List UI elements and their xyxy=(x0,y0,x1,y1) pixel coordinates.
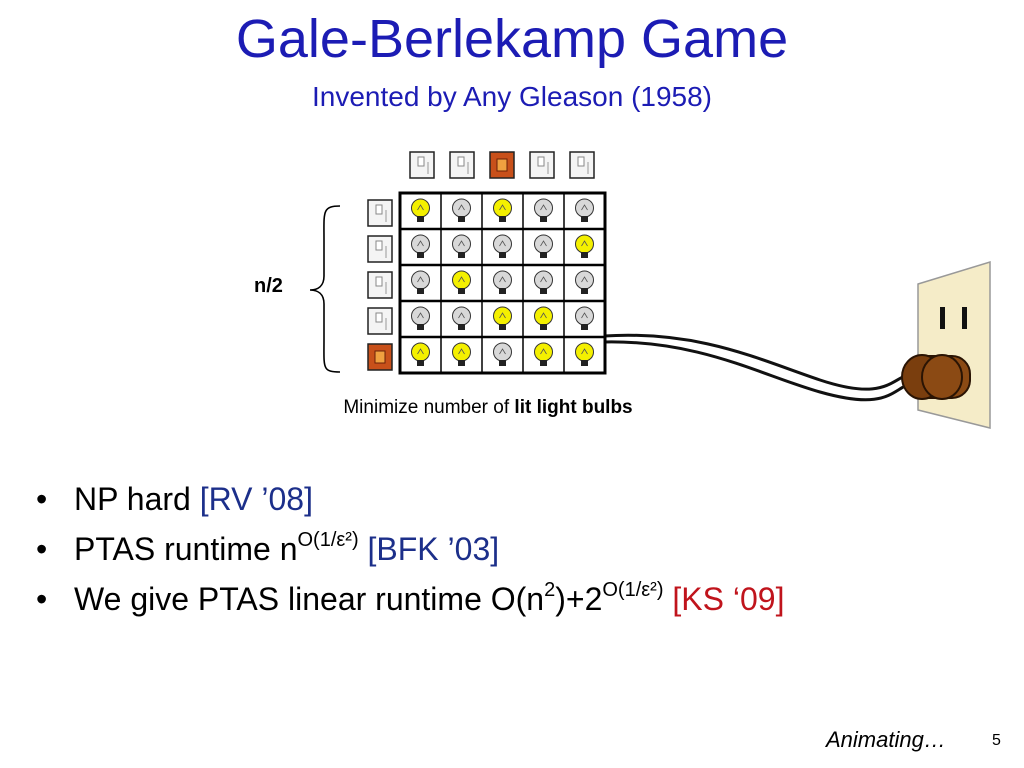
exponent: 2 xyxy=(544,579,556,602)
bullet-np-hard: • NP hard [RV ’08] xyxy=(36,474,784,524)
slide-title: Gale-Berlekamp Game xyxy=(235,9,789,69)
column-switch-off-icon xyxy=(449,151,475,179)
row-switches xyxy=(367,199,393,371)
bullet-dot: • xyxy=(36,581,48,617)
column-switches xyxy=(409,151,595,179)
page-number: 5 xyxy=(992,732,1001,749)
lit-bulb-icon xyxy=(534,342,553,366)
unlit-bulb-icon xyxy=(575,198,594,222)
lit-bulb-icon xyxy=(452,342,471,366)
unlit-bulb-icon xyxy=(452,306,471,330)
grid-caption: Minimize number of lit light bulbs xyxy=(0,396,976,420)
exponent: O(1/ε²) xyxy=(297,529,359,552)
unlit-bulb-icon xyxy=(452,198,471,222)
row-brace xyxy=(309,205,341,373)
unlit-bulb-icon xyxy=(411,270,430,294)
unlit-bulb-icon xyxy=(575,306,594,330)
bullet-ptas-runtime: • PTAS runtime nO(1/ε²) [BFK ’03] xyxy=(36,524,784,574)
bullet-text: NP hard xyxy=(74,481,200,517)
bullet-text: We give PTAS linear runtime O(n xyxy=(74,581,545,617)
column-switch-off-icon xyxy=(529,151,555,179)
unlit-bulb-icon xyxy=(493,234,512,258)
caption-text: Minimize number of xyxy=(343,397,515,418)
lit-bulb-icon xyxy=(411,342,430,366)
bullet-list: •NP hard [RV ’08] •PTAS runtime nO(1/ε²)… xyxy=(36,474,784,624)
lit-bulb-icon xyxy=(411,198,430,222)
bullet-linear-ptas: • We give PTAS linear runtime O(n2)+2O(1/… xyxy=(36,574,784,624)
column-switch-off-icon xyxy=(409,151,435,179)
lit-bulb-icon xyxy=(534,306,553,330)
power-cord xyxy=(603,333,906,402)
lit-bulb-icon xyxy=(452,270,471,294)
row-switch-off-icon xyxy=(367,271,393,299)
unlit-bulb-icon xyxy=(534,234,553,258)
caption-emphasis: lit light bulbs xyxy=(514,397,633,418)
bullet-text: PTAS runtime n xyxy=(74,531,298,567)
animating-label: Animating… xyxy=(826,727,946,752)
column-switch-off-icon xyxy=(569,151,595,179)
lit-bulb-icon xyxy=(493,198,512,222)
bulb-cells xyxy=(411,198,594,366)
unlit-bulb-icon xyxy=(452,234,471,258)
row-switch-off-icon xyxy=(367,235,393,263)
unlit-bulb-icon xyxy=(575,270,594,294)
row-switch-off-icon xyxy=(367,199,393,227)
n-half-label: n/2 xyxy=(254,275,283,297)
plug xyxy=(901,354,971,400)
unlit-bulb-icon xyxy=(493,270,512,294)
citation-ks09: [KS ‘09] xyxy=(663,581,785,617)
lit-bulb-icon xyxy=(575,342,594,366)
unlit-bulb-icon xyxy=(411,234,430,258)
unlit-bulb-icon xyxy=(411,306,430,330)
bullet-text-mid: )+2 xyxy=(555,581,603,617)
column-switch-on-icon xyxy=(489,151,515,179)
citation-bfk03: [BFK ’03] xyxy=(358,531,500,567)
row-switch-off-icon xyxy=(367,307,393,335)
bullet-dot: • xyxy=(36,481,48,517)
slide-subtitle: Invented by Any Gleason (1958) xyxy=(311,81,713,112)
exponent: O(1/ε²) xyxy=(602,579,664,602)
lit-bulb-icon xyxy=(493,306,512,330)
citation-rv08: [RV ’08] xyxy=(199,481,313,517)
unlit-bulb-icon xyxy=(493,342,512,366)
game-illustration xyxy=(309,151,991,429)
bullet-dot: • xyxy=(36,531,48,567)
unlit-bulb-icon xyxy=(534,270,553,294)
row-switch-on-icon xyxy=(367,343,393,371)
unlit-bulb-icon xyxy=(534,198,553,222)
lit-bulb-icon xyxy=(575,234,594,258)
